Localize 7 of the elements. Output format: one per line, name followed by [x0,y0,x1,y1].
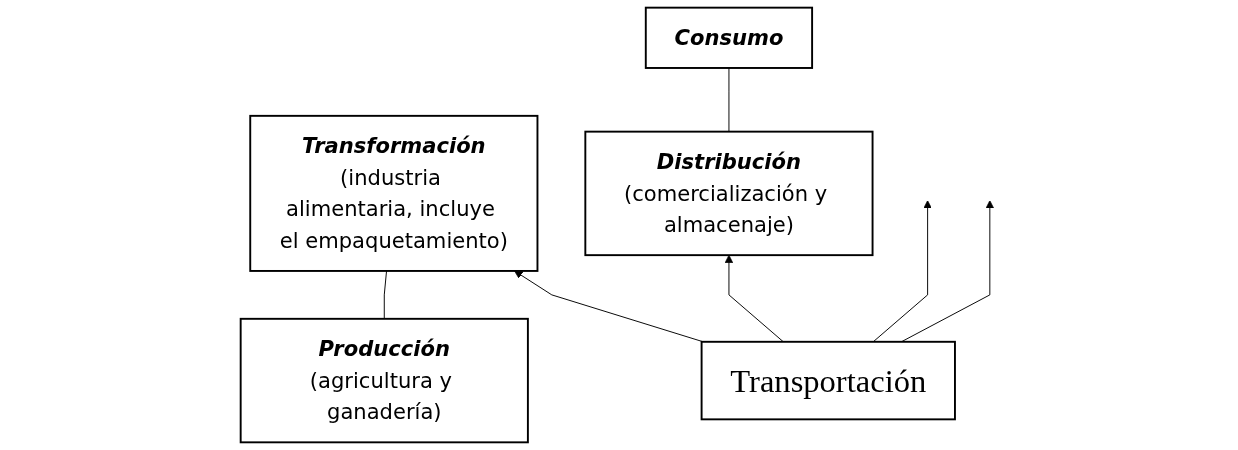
node-box: Producción (agricultura y ganadería) [239,317,529,444]
node-box: Distribución (comercialización y almacenaje) [584,130,874,257]
connector [728,67,730,133]
node-box: Transformación (industria alimentaria, incluye el empaquetamiento) [249,114,539,272]
node-box: Consumo [645,6,814,69]
node-box: Transportación [700,340,957,421]
connector [383,270,388,320]
